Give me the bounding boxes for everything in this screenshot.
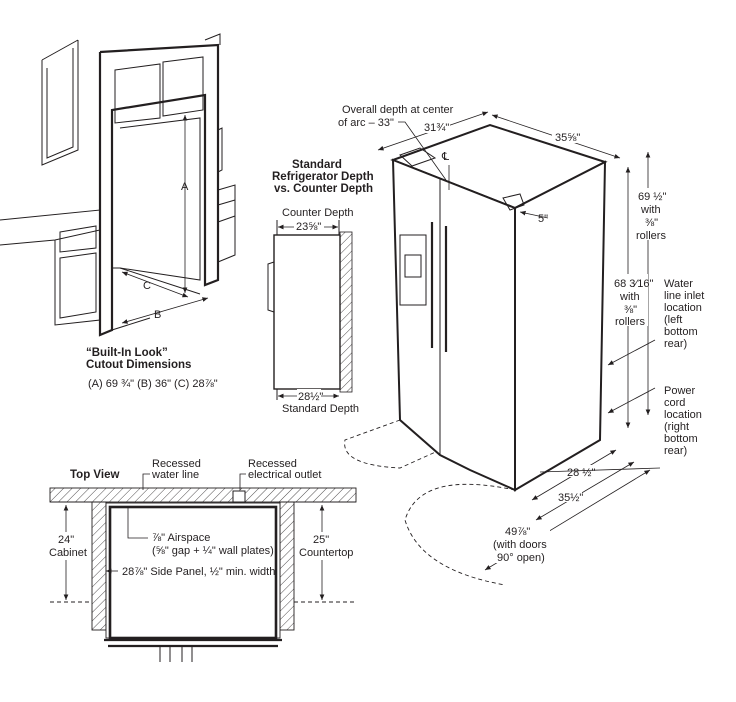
top-view: Top View Recessed water line Recessed el… bbox=[48, 458, 357, 662]
fridge-footprint bbox=[108, 505, 278, 640]
note-line: rear) bbox=[664, 445, 687, 457]
height-total-4: rollers bbox=[636, 230, 666, 242]
height-total-2: with bbox=[640, 204, 661, 216]
depth-title-3: vs. Counter Depth bbox=[274, 183, 373, 195]
height-case-4: rollers bbox=[615, 316, 645, 328]
countertop-depth: 25" bbox=[313, 534, 329, 546]
cutout-illustration: A C B “Built-In Look” Cutout Dimensions … bbox=[0, 33, 236, 390]
airspace-line1: ⅞" Airspace bbox=[152, 532, 210, 544]
height-case-1: 68 3⁄16" bbox=[614, 278, 653, 290]
hinge-offset: 5" bbox=[538, 213, 548, 225]
depth-title-2: Refrigerator Depth bbox=[272, 171, 374, 183]
note-line: location bbox=[664, 302, 702, 314]
door-handles bbox=[430, 222, 448, 352]
cutout-label-c: C bbox=[143, 280, 151, 292]
note-line: cord bbox=[664, 397, 685, 409]
depth-title-1: Standard bbox=[292, 159, 342, 171]
right-side-panel bbox=[279, 501, 295, 631]
countertop-label: Countertop bbox=[299, 547, 353, 559]
fridge-side-profile bbox=[273, 234, 341, 390]
back-wall bbox=[49, 487, 357, 503]
water-inlet-note: Water line inlet location (left bottom r… bbox=[664, 278, 704, 350]
width-top-value: 35⅝" bbox=[555, 132, 580, 144]
height-total-3: ⅜" bbox=[645, 217, 658, 229]
centerline-symbol: ℄ bbox=[441, 151, 449, 163]
doors-open-2: (with doors bbox=[493, 539, 547, 551]
cabinet-depth: 24" bbox=[58, 534, 74, 546]
outlet-2: electrical outlet bbox=[248, 469, 321, 481]
note-line: line inlet bbox=[664, 290, 704, 302]
wall-hatch bbox=[339, 231, 353, 393]
height-total-1: 69 ½" bbox=[638, 191, 666, 203]
cutout-subtitle: Cutout Dimensions bbox=[86, 359, 191, 371]
counter-depth-value: 23⅝" bbox=[296, 221, 321, 233]
standard-depth-label: Standard Depth bbox=[282, 403, 359, 415]
airspace-line2: (⅝" gap + ¼" wall plates) bbox=[152, 545, 274, 557]
note-line: Power bbox=[664, 385, 696, 397]
cutout-dimensions: (A) 69 ¾" (B) 36" (C) 28⅞" bbox=[88, 378, 218, 390]
doors-open-1: 49⅞" bbox=[505, 526, 530, 538]
left-side-panel bbox=[91, 501, 107, 631]
depth-top-value: 31¾" bbox=[424, 122, 449, 134]
overall-depth-1: Overall depth at center bbox=[342, 104, 454, 116]
depth-comparison: Standard Refrigerator Depth vs. Counter … bbox=[267, 159, 374, 415]
height-case-3: ⅜" bbox=[624, 304, 637, 316]
top-view-title: Top View bbox=[70, 469, 119, 481]
power-cord-note: Power cord location (right bottom rear) bbox=[664, 385, 702, 457]
note-line: bottom bbox=[664, 433, 698, 445]
side-panel-note: 28⅞" Side Panel, ½" min. width bbox=[122, 566, 275, 578]
outlet-1: Recessed bbox=[248, 458, 297, 470]
note-line: (left bbox=[664, 314, 682, 326]
note-line: location bbox=[664, 409, 702, 421]
water-line-1: Recessed bbox=[152, 458, 201, 470]
standard-depth-value: 28½" bbox=[298, 391, 323, 403]
overall-depth-2: of arc – 33" bbox=[338, 117, 394, 129]
height-case-2: with bbox=[619, 291, 640, 303]
doors-open-3: 90° open) bbox=[497, 552, 545, 564]
fridge-3d: 31¾" Overall depth at center of arc – 33… bbox=[338, 104, 704, 586]
width-bottom-value: 35½" bbox=[558, 492, 583, 504]
note-line: rear) bbox=[664, 338, 687, 350]
depth-bottom-value: 28 ½" bbox=[567, 467, 595, 479]
counter-depth-label: Counter Depth bbox=[282, 207, 354, 219]
cabinet-label: Cabinet bbox=[49, 547, 87, 559]
note-line: (right bbox=[664, 421, 689, 433]
cutout-title: “Built-In Look” bbox=[86, 347, 168, 359]
note-line: Water bbox=[664, 278, 693, 290]
cutout-label-b: B bbox=[154, 309, 161, 321]
note-line: bottom bbox=[664, 326, 698, 338]
cutout-label-a: A bbox=[181, 181, 189, 193]
water-line-2: water line bbox=[151, 469, 199, 481]
